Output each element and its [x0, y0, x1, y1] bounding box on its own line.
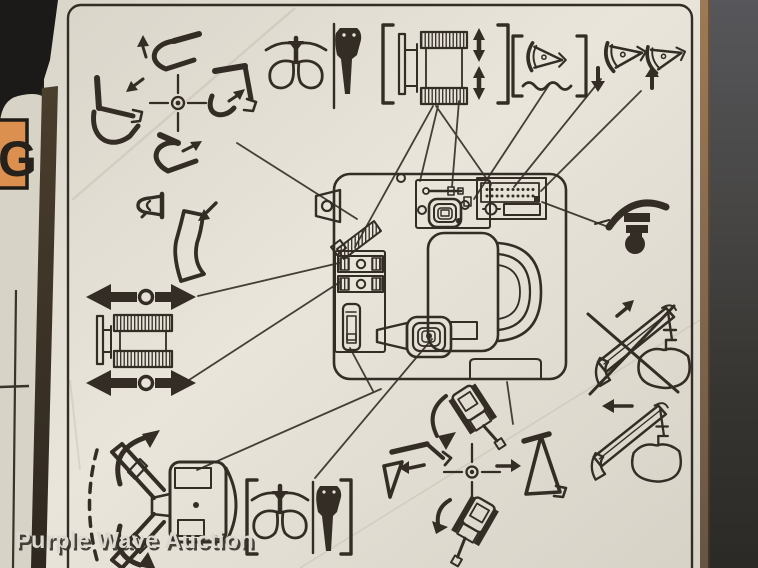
travel-direction-icon [86, 284, 196, 396]
left-joystick-pattern [91, 31, 258, 174]
right-joystick-pattern [382, 380, 568, 568]
control-pattern-decal [66, 3, 694, 568]
prohibition-cross [586, 304, 680, 396]
watermark-text: Purple Wave Auction [15, 527, 254, 553]
photo-background-right [710, 0, 758, 568]
left-console [330, 220, 386, 353]
horn-icon [136, 191, 165, 220]
photo-background-corner [0, 0, 58, 120]
travel-lever-pair [337, 255, 384, 293]
blade-lower-icon [591, 32, 651, 92]
adjacent-decal-border-line [11, 289, 18, 568]
watermark-shadow: Purple Wave Auction [18, 530, 257, 556]
tracks-blade-top-view-icon [95, 313, 174, 369]
top-console [314, 173, 547, 229]
left-joystick [417, 196, 472, 229]
console-label-plate [503, 203, 541, 216]
travel-arrows-top [86, 284, 196, 310]
grapple-rotate-icon [264, 35, 328, 90]
mower-transport-icon [590, 399, 682, 483]
operator-station-diagram [314, 172, 568, 381]
updown-arrow-1 [473, 28, 485, 62]
blade-raise-icon [641, 33, 691, 90]
right-joystick [375, 315, 478, 359]
engine-speed-icon [594, 199, 670, 254]
adjacent-warning-decal: G [0, 94, 50, 568]
arm-out-icon [382, 441, 453, 499]
key-icon-2 [316, 486, 342, 551]
bucket-curl-icon [153, 132, 202, 174]
swing-right-icon [432, 492, 502, 568]
armrest-left [314, 188, 342, 224]
callout-lines [188, 78, 642, 479]
boom-swing-icon [87, 430, 238, 568]
key-switch [482, 202, 501, 216]
warning-partial-letter: G [0, 131, 37, 187]
travel-function-bracket-icon [381, 23, 510, 106]
blade-float-bracket-icon [511, 34, 588, 98]
decal-gap-shadow [31, 86, 58, 568]
swing-left-icon [430, 380, 514, 460]
adjacent-decal-divider-line [0, 384, 30, 389]
switch-panel [480, 182, 540, 203]
arm-in-icon [495, 431, 568, 499]
seat [426, 231, 543, 353]
crosshair-icon [148, 73, 208, 133]
arm-extend-icon [91, 75, 145, 145]
decal-right-edge [700, 0, 712, 568]
grapple-rotate-key-bracket [245, 478, 353, 556]
grapple-rotate-key-group [264, 22, 362, 110]
crosshair-icon-2 [442, 442, 502, 502]
small-lever-knob [396, 173, 406, 183]
thin-lever [422, 186, 464, 196]
auxiliary-lever [341, 302, 362, 352]
arm-retract-icon [207, 63, 258, 118]
updown-arrow-2 [473, 66, 485, 100]
mower-raised-prohibited-icon [586, 300, 691, 396]
travel-arrows-bottom [86, 370, 196, 396]
key-icon [335, 28, 362, 94]
warning-header-fragment [0, 118, 29, 190]
grapple-rotate-icon-2 [250, 483, 310, 540]
lever-press-button-icon [173, 201, 218, 283]
decal-border [66, 3, 694, 568]
bucket-dump-icon [137, 31, 202, 72]
